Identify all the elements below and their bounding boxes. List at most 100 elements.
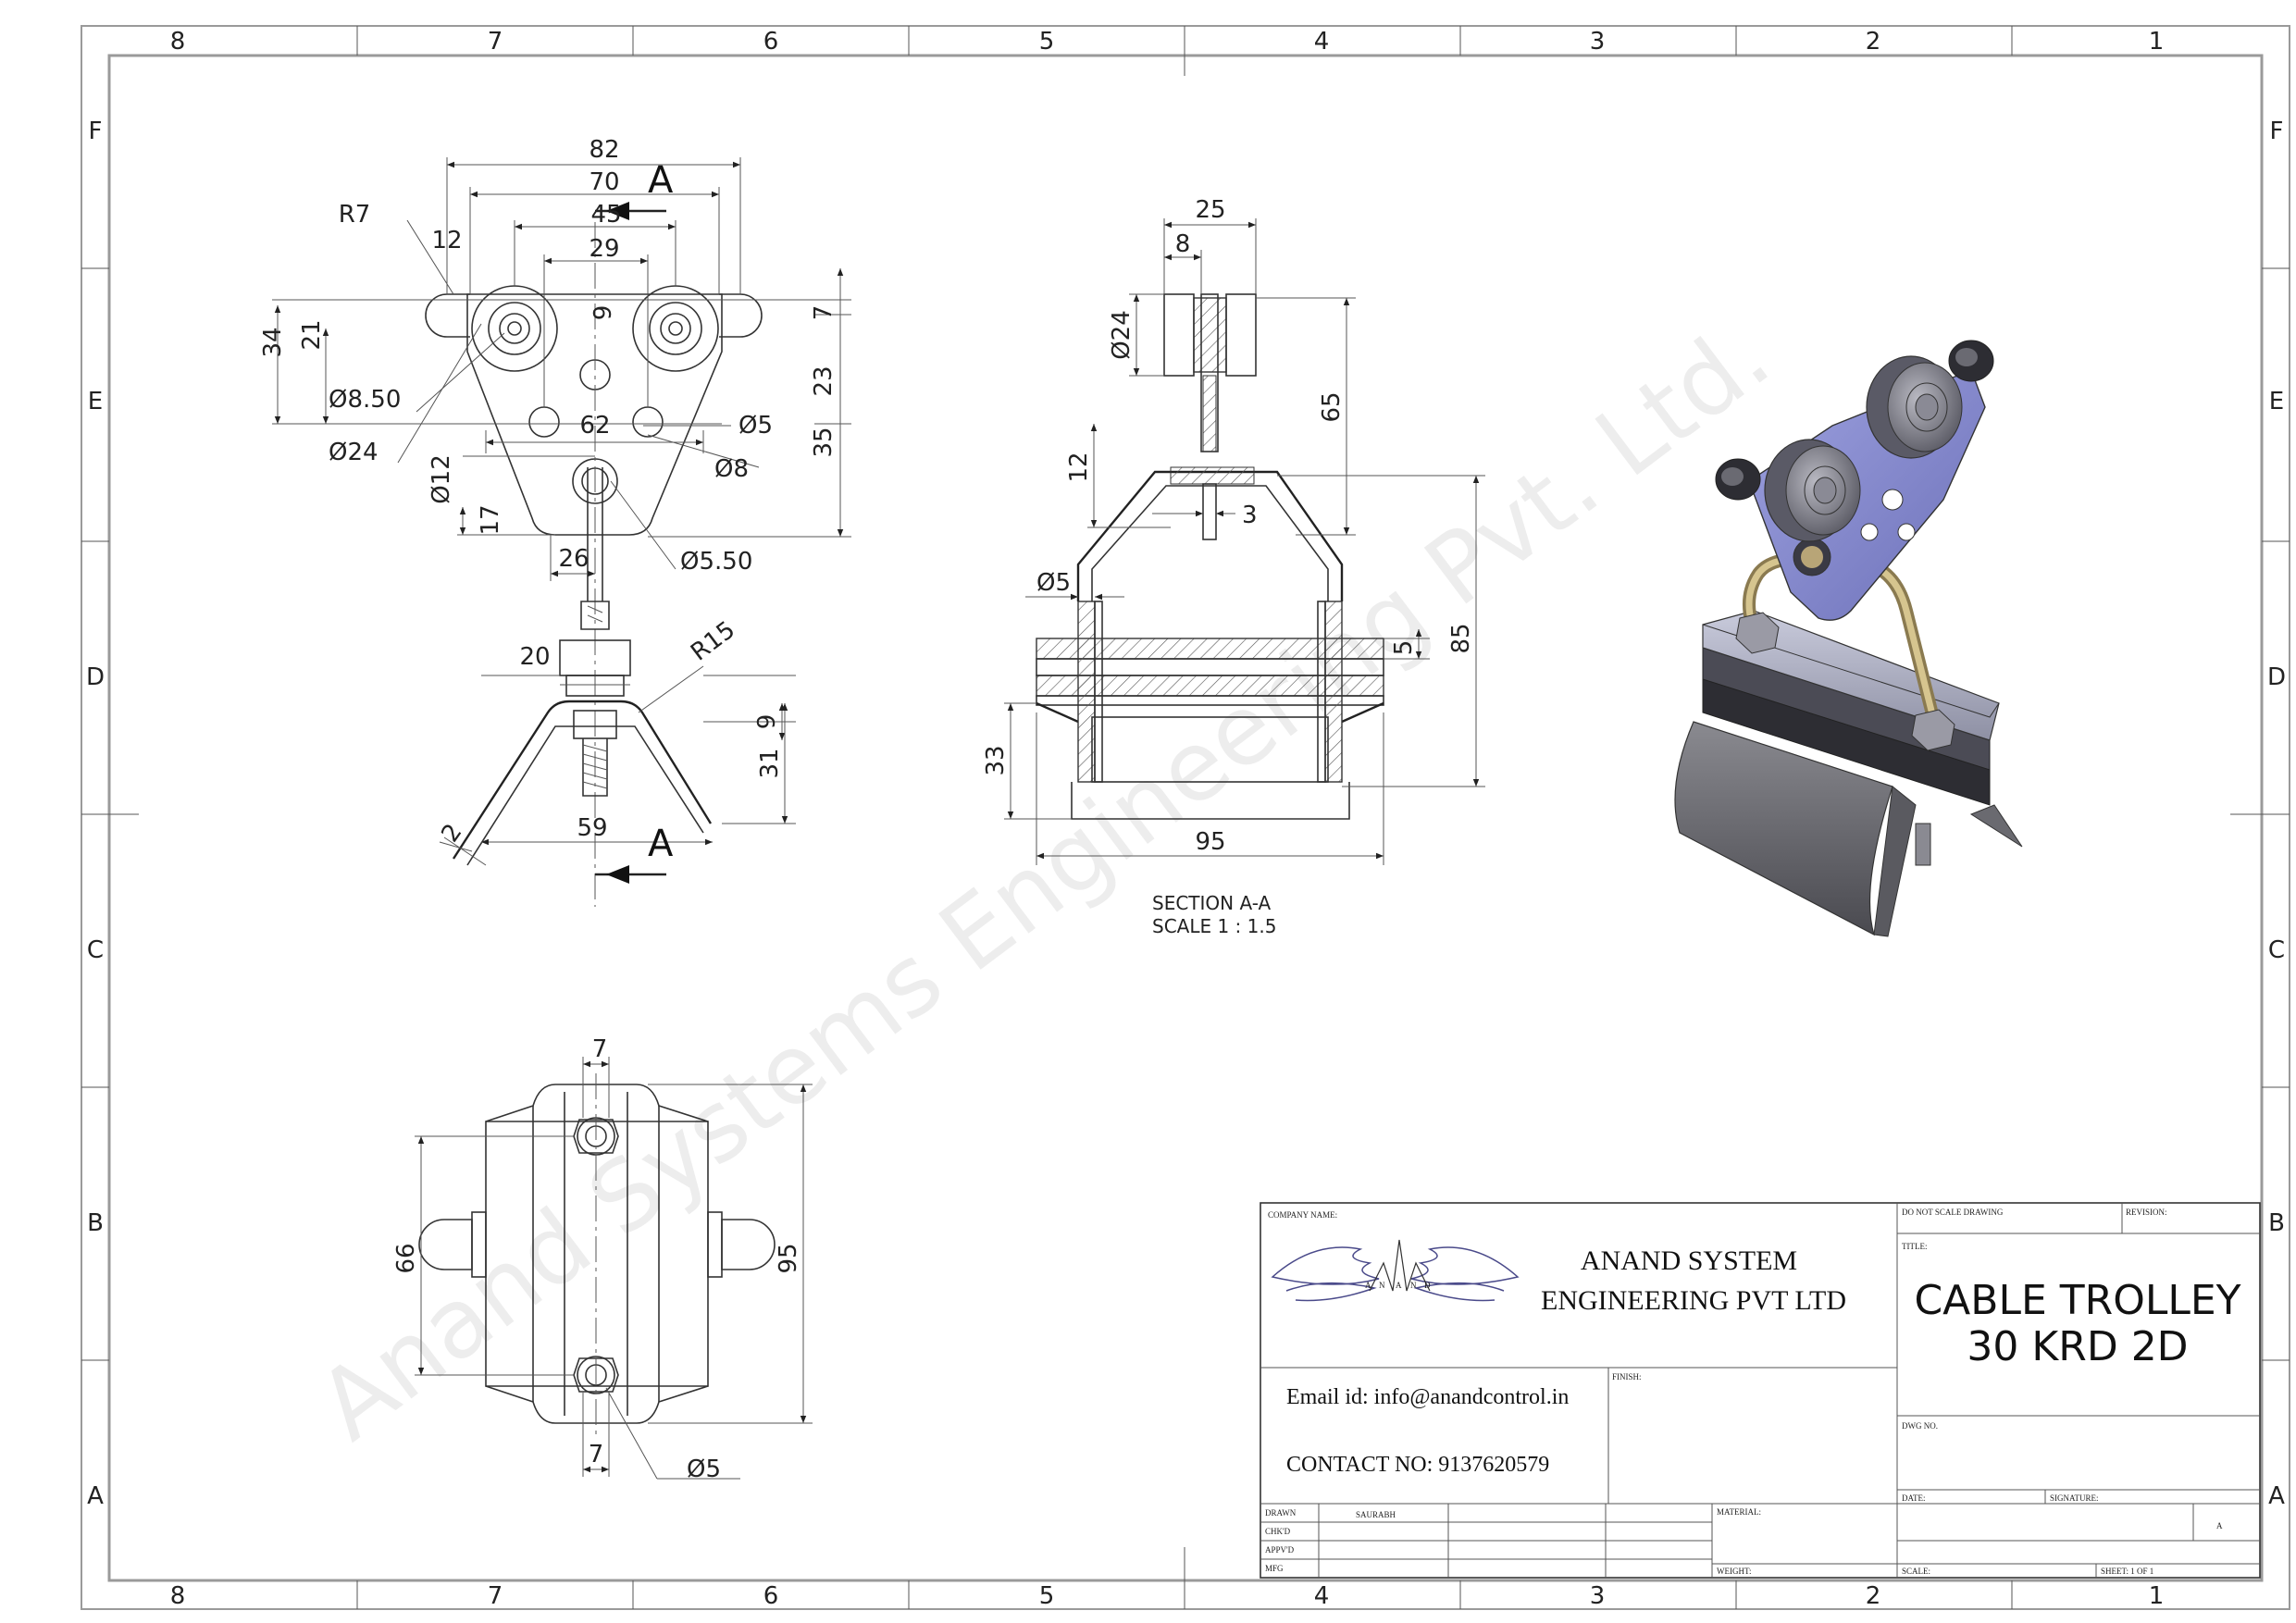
iso-wheel-left bbox=[1764, 439, 1861, 542]
material-label: MATERIAL: bbox=[1717, 1507, 1761, 1517]
zone-row-label: C bbox=[2268, 936, 2285, 964]
front-dimension-lines bbox=[272, 157, 851, 866]
dim-label: 3 bbox=[1242, 502, 1258, 529]
dim-label: 7 bbox=[810, 305, 838, 321]
zone-col-label: 7 bbox=[488, 1582, 503, 1610]
zone-row-label: F bbox=[89, 118, 103, 145]
dim-label: 29 bbox=[589, 235, 619, 263]
dim-label: 35 bbox=[810, 427, 838, 457]
company-name-line1: ANAND SYSTEM bbox=[1581, 1245, 1797, 1276]
zone-row-label: E bbox=[88, 388, 103, 415]
dim-label: 66 bbox=[392, 1243, 420, 1273]
dim-label: 95 bbox=[1195, 828, 1225, 856]
title-label: TITLE: bbox=[1902, 1242, 1928, 1251]
appvd-label: APPV'D bbox=[1265, 1545, 1295, 1555]
section-caption-line1: SECTION A-A bbox=[1152, 892, 1271, 914]
zone-col-label: 4 bbox=[1314, 28, 1330, 56]
mfg-label: MFG bbox=[1265, 1564, 1284, 1573]
front-view: A A 82 70 45 29 12 R7 34 21 9 7 23 35 62… bbox=[259, 136, 851, 907]
logo-letter: N bbox=[1379, 1281, 1385, 1290]
dim-label: 5 bbox=[1390, 640, 1418, 656]
wheel-right bbox=[632, 285, 719, 372]
zone-row-label: B bbox=[87, 1209, 104, 1237]
contact-number: CONTACT NO: 9137620579 bbox=[1286, 1453, 1549, 1477]
zone-col-label: 2 bbox=[1866, 1582, 1881, 1610]
dim-label: 85 bbox=[1447, 623, 1475, 653]
section-letter-bottom: A bbox=[648, 823, 674, 865]
dim-label: 7 bbox=[589, 1441, 604, 1468]
dim-label: Ø5 bbox=[687, 1456, 721, 1483]
dim-label: Ø8 bbox=[714, 455, 749, 483]
drawing-title-line1: CABLE TROLLEY bbox=[1914, 1277, 2240, 1324]
drawn-by: SAURABH bbox=[1356, 1510, 1396, 1519]
front-dimension-texts: 82 70 45 29 12 R7 34 21 9 7 23 35 62 Ø8.… bbox=[259, 136, 838, 848]
dim-label: Ø5 bbox=[738, 412, 773, 440]
company-logo: A N A N D bbox=[1271, 1239, 1520, 1302]
revision-label: REVISION: bbox=[2126, 1208, 2167, 1217]
dim-label: Ø12 bbox=[428, 454, 455, 504]
zone-col-label: 4 bbox=[1314, 1582, 1330, 1610]
dim-label: 33 bbox=[982, 745, 1010, 775]
signature-label: SIGNATURE: bbox=[2050, 1493, 2099, 1503]
drawn-label: DRAWN bbox=[1265, 1508, 1297, 1518]
date-label: DATE: bbox=[1902, 1493, 1926, 1503]
dim-label: Ø8.50 bbox=[329, 386, 401, 414]
dim-label: 31 bbox=[756, 748, 784, 778]
zone-col-label: 3 bbox=[1590, 1582, 1606, 1610]
dim-label: 34 bbox=[259, 327, 287, 357]
dim-label: 65 bbox=[1318, 391, 1346, 422]
company-name-line2: ENGINEERING PVT LTD bbox=[1541, 1285, 1846, 1316]
dim-label: 23 bbox=[810, 365, 838, 396]
zone-row-label: E bbox=[2269, 388, 2284, 415]
zone-col-label: 8 bbox=[170, 1582, 186, 1610]
title-block: COMPANY NAME: A N A N D ANAND SYSTEM ENG… bbox=[1260, 1202, 2261, 1579]
dim-label: 21 bbox=[298, 319, 326, 350]
isometric-view bbox=[1674, 340, 2023, 937]
dim-label: 70 bbox=[589, 168, 619, 196]
logo-letter: D bbox=[1424, 1281, 1431, 1290]
dim-label: 26 bbox=[558, 545, 589, 573]
dim-label: 20 bbox=[519, 643, 550, 671]
zone-col-label: 6 bbox=[763, 1582, 779, 1610]
plate-hole-right bbox=[632, 406, 664, 438]
dim-label: 8 bbox=[1175, 230, 1191, 258]
zone-labels-right: F E D C B A bbox=[2267, 118, 2286, 1510]
zone-dividers bbox=[81, 26, 2290, 1609]
sheet-number: SHEET: 1 OF 1 bbox=[2101, 1567, 2153, 1576]
dim-label: 45 bbox=[590, 201, 621, 229]
top-dimension-lines bbox=[415, 1057, 813, 1480]
top-dimension-texts: 7 66 95 7 Ø5 bbox=[392, 1035, 802, 1483]
section-arrows bbox=[595, 202, 666, 884]
zone-row-label: C bbox=[87, 936, 104, 964]
zone-col-label: 1 bbox=[2149, 28, 2165, 56]
dim-label: 9 bbox=[590, 305, 617, 321]
zone-col-label: 3 bbox=[1590, 28, 1606, 56]
top-view: 7 66 95 7 Ø5 bbox=[392, 1035, 813, 1483]
logo-letter: A bbox=[1396, 1281, 1402, 1290]
dim-label: R7 bbox=[339, 201, 371, 229]
dim-label: 59 bbox=[577, 814, 607, 842]
section-dimension-texts: 25 8 Ø24 65 12 3 Ø5 5 85 33 95 bbox=[982, 196, 1475, 856]
zone-col-label: 8 bbox=[170, 28, 186, 56]
dim-label: 7 bbox=[592, 1035, 608, 1063]
dim-label: 12 bbox=[1065, 452, 1093, 482]
dim-label: 25 bbox=[1195, 196, 1225, 224]
dim-label: 12 bbox=[431, 227, 462, 254]
dim-label: Ø5.50 bbox=[680, 548, 752, 576]
dim-label: 82 bbox=[589, 136, 619, 164]
zone-labels-top: 8 7 6 5 4 3 2 1 bbox=[170, 28, 2165, 56]
dim-label: Ø24 bbox=[1108, 310, 1136, 360]
zone-labels-bottom: 8 7 6 5 4 3 2 1 bbox=[170, 1582, 2165, 1610]
zone-row-label: D bbox=[2267, 663, 2286, 691]
drawing-title-line2: 30 KRD 2D bbox=[1967, 1323, 2188, 1370]
dim-label: 9 bbox=[753, 714, 781, 730]
logo-letter: A bbox=[1365, 1281, 1371, 1290]
zone-col-label: 6 bbox=[763, 28, 779, 56]
dim-label: R15 bbox=[686, 616, 740, 667]
section-caption-line2: SCALE 1 : 1.5 bbox=[1152, 915, 1276, 937]
do-not-scale-label: DO NOT SCALE DRAWING bbox=[1902, 1208, 2004, 1217]
inner-border bbox=[107, 54, 2264, 1582]
zone-row-label: A bbox=[87, 1482, 104, 1510]
finish-label: FINISH: bbox=[1612, 1372, 1642, 1381]
